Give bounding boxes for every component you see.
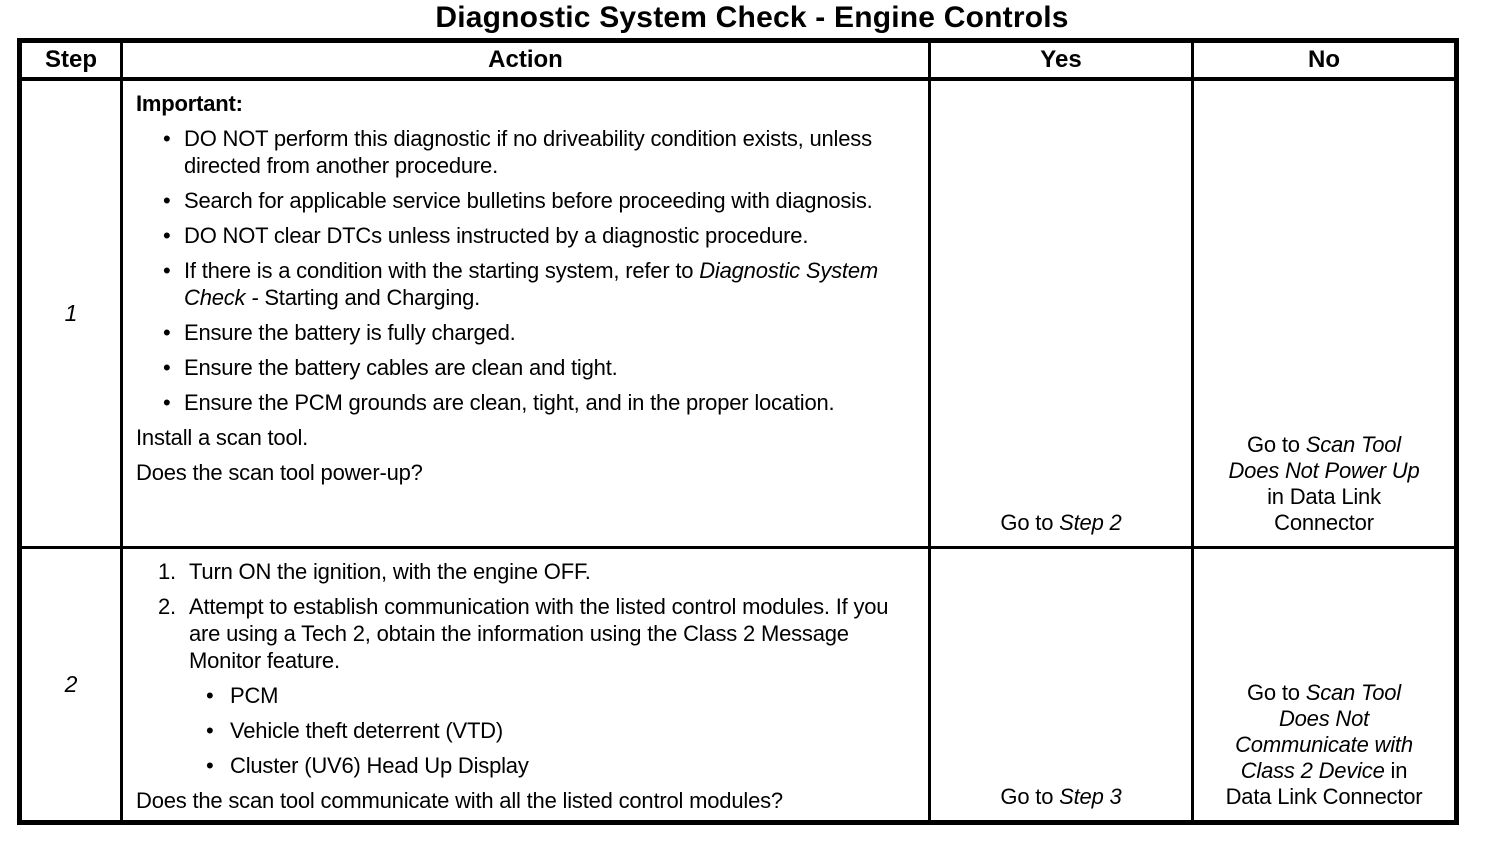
action-cell: Important: • DO NOT perform this diagnosti… — [120, 77, 931, 549]
yes-cell: Go to Step 2 — [928, 77, 1194, 549]
text: in Data Link Connector — [1267, 483, 1381, 535]
diagnostic-table: Step Action Yes No 1 Important: • DO NOT pe… — [17, 38, 1459, 825]
action-item: 1. Turn ON the ignition, with the engine … — [158, 558, 912, 585]
bullet-icon: • — [163, 390, 171, 415]
action-text: Attempt to establish communication with … — [189, 593, 912, 674]
header-row: Step Action Yes No — [18, 39, 1458, 81]
yes-goto-text: Go to Step 3 — [961, 784, 1161, 810]
action-item: • DO NOT clear DTCs unless instructed by … — [163, 222, 912, 249]
text: Go to — [1000, 783, 1060, 809]
text: Important: — [136, 91, 243, 116]
action-item: • Ensure the battery cables are clean and… — [163, 354, 912, 381]
step-number-cell: 1 — [18, 77, 123, 549]
bullet-icon: • — [206, 717, 214, 743]
text: Does the scan tool power-up? — [136, 460, 423, 485]
table-row: 2 1. Turn ON the ignition, with the engine… — [18, 545, 1458, 824]
no-cell: Go to Scan Tool Does Not Power Up in Dat… — [1191, 77, 1458, 549]
text: Cluster (UV6) Head Up Display — [230, 752, 529, 778]
action-text: DO NOT perform this diagnostic if no dri… — [184, 125, 912, 179]
bullet-icon: • — [163, 355, 171, 380]
action-cell: 1. Turn ON the ignition, with the engine … — [120, 545, 931, 824]
text: Turn ON the ignition, with the engine OF… — [189, 558, 591, 584]
bullet-icon: • — [163, 223, 171, 248]
text: Go to — [1247, 431, 1306, 457]
action-item: • Vehicle theft deterrent (VTD) — [206, 717, 912, 744]
no-goto-text: Go to Scan Tool Does Not Power Up in Dat… — [1224, 432, 1424, 536]
action-text: Important: — [136, 91, 243, 116]
bullet-icon: • — [163, 126, 171, 151]
column-header-step: Step — [18, 39, 123, 81]
action-text: DO NOT clear DTCs unless instructed by a… — [184, 222, 912, 249]
no-goto-text: Go to Scan Tool Does Not Communicate wit… — [1224, 680, 1424, 810]
action-item: Does the scan tool power-up? — [136, 459, 912, 486]
bullet-icon: • — [206, 682, 214, 708]
text: Ensure the PCM grounds are clean, tight,… — [184, 390, 835, 415]
action-text: If there is a condition with the startin… — [184, 257, 912, 311]
text: PCM — [230, 682, 279, 708]
action-item: • Search for applicable service bulletins… — [163, 187, 912, 214]
action-item: • PCM — [206, 682, 912, 709]
bullet-icon: • — [163, 258, 171, 283]
text: Starting and Charging. — [264, 285, 481, 310]
italic-text: Diagnostic System Check - — [184, 258, 878, 310]
text: Ensure the battery cables are clean and … — [184, 355, 618, 380]
bullet-icon: • — [163, 188, 171, 213]
action-text: Does the scan tool power-up? — [136, 460, 423, 485]
text: Vehicle theft deterrent (VTD) — [230, 717, 503, 743]
bullet-icon: • — [163, 320, 171, 345]
italic-text: Scan Tool Does Not Power Up — [1228, 431, 1420, 483]
action-item: Install a scan tool. — [136, 424, 912, 451]
step-number-cell: 2 — [18, 545, 123, 824]
bullet-icon: • — [206, 752, 214, 778]
action-text: Does the scan tool communicate with all … — [136, 788, 783, 813]
action-item: • Ensure the battery is fully charged. — [163, 319, 912, 346]
yes-goto-text: Go to Step 2 — [961, 510, 1161, 536]
text: DO NOT clear DTCs unless instructed by a… — [184, 223, 809, 248]
action-item: Important: — [136, 90, 912, 117]
text: Go to — [1000, 509, 1060, 535]
table-row: 1 Important: • DO NOT perform this diagnost… — [18, 77, 1458, 549]
action-item: • Ensure the PCM grounds are clean, tight… — [163, 389, 912, 416]
text: Search for applicable service bulletins … — [184, 188, 873, 213]
action-item: Does the scan tool communicate with all … — [136, 787, 912, 814]
action-text: Turn ON the ignition, with the engine OF… — [189, 558, 912, 585]
text: If there is a condition with the startin… — [184, 258, 700, 283]
text: Go to — [1247, 679, 1306, 705]
text: DO NOT perform this diagnostic if no dri… — [184, 126, 872, 178]
action-text: Ensure the battery cables are clean and … — [184, 354, 912, 381]
column-header-action: Action — [120, 39, 931, 81]
action-text: Ensure the PCM grounds are clean, tight,… — [184, 389, 912, 416]
column-header-no: No — [1191, 39, 1458, 81]
action-item: • If there is a condition with the starti… — [163, 257, 912, 311]
action-text: Vehicle theft deterrent (VTD) — [230, 717, 912, 744]
column-header-yes: Yes — [928, 39, 1194, 81]
text: Ensure the battery is fully charged. — [184, 320, 516, 345]
list-number: 1. — [158, 558, 176, 584]
no-cell: Go to Scan Tool Does Not Communicate wit… — [1191, 545, 1458, 824]
text: Attempt to establish communication with … — [189, 593, 889, 673]
italic-text: Scan Tool Does Not Communicate with Clas… — [1235, 679, 1413, 783]
text: Install a scan tool. — [136, 425, 309, 450]
action-text: Ensure the battery is fully charged. — [184, 319, 912, 346]
action-item: 2. Attempt to establish communication wit… — [158, 593, 912, 674]
list-number: 2. — [158, 593, 176, 619]
action-text: Cluster (UV6) Head Up Display — [230, 752, 912, 779]
action-text: Install a scan tool. — [136, 425, 308, 450]
text: in Data Link Connector — [1225, 757, 1423, 809]
italic-text: Step 2 — [1059, 509, 1122, 535]
action-text: Search for applicable service bulletins … — [184, 187, 912, 214]
action-item: • DO NOT perform this diagnostic if no dr… — [163, 125, 912, 179]
yes-cell: Go to Step 3 — [928, 545, 1194, 824]
text: Does the scan tool communicate with all … — [136, 787, 783, 813]
page-title: Diagnostic System Check - Engine Control… — [435, 1, 1069, 34]
action-text: PCM — [230, 682, 912, 709]
action-item: • Cluster (UV6) Head Up Display — [206, 752, 912, 779]
italic-text: Step 3 — [1059, 783, 1122, 809]
